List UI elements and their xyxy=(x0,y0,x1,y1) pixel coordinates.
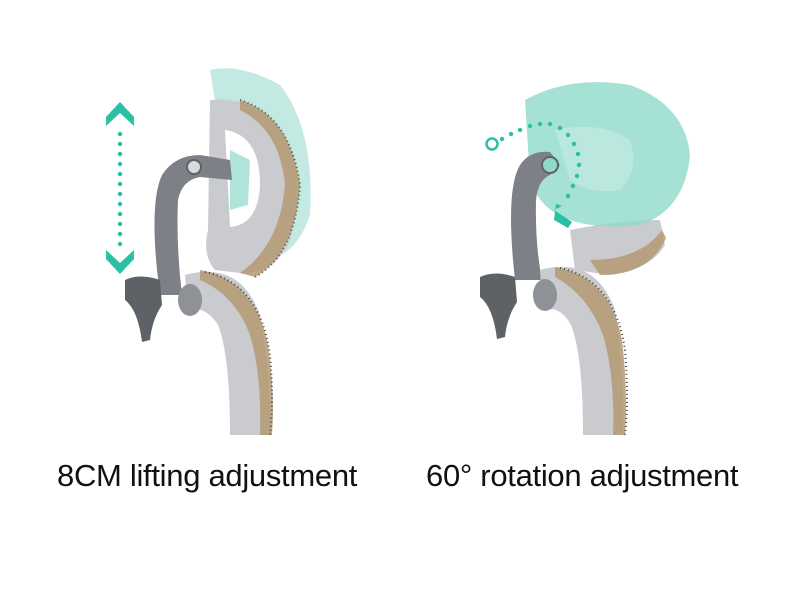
lifting-illustration xyxy=(90,55,340,440)
lifting-caption: 8CM lifting adjustment xyxy=(57,458,358,493)
rotation-illustration xyxy=(470,70,700,440)
curved-rotation-arrow-icon xyxy=(484,112,594,242)
vertical-double-arrow-icon xyxy=(104,102,136,274)
rotation-caption: 60° rotation adjustment xyxy=(426,458,739,493)
